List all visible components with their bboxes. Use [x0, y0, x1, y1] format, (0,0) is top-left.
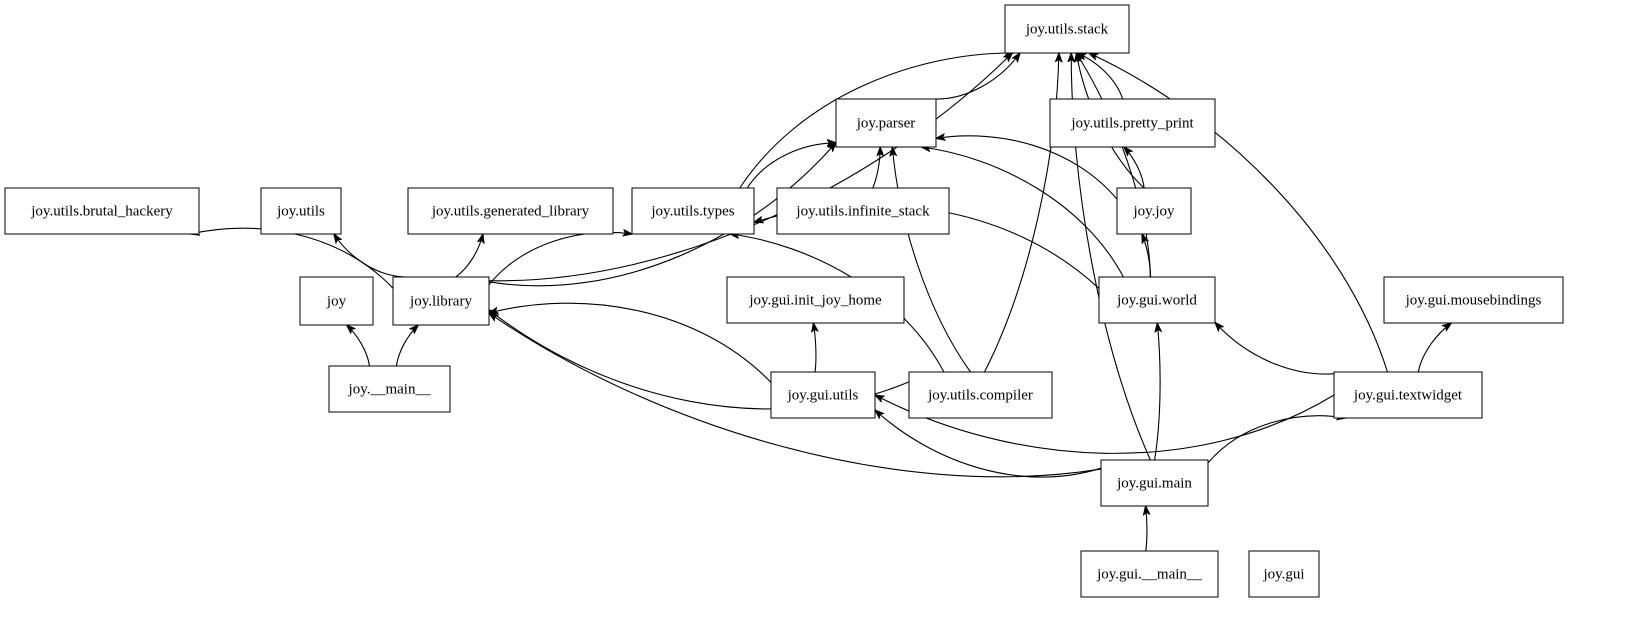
- edge-joy-parser-to-joy-utils-stack: [933, 53, 1020, 100]
- node-label: joy.utils.brutal_hackery: [30, 203, 173, 219]
- edge-joy-joy-to-joy-utils-pretty-print: [1124, 147, 1145, 189]
- node-joy-gui-utils[interactable]: joy.gui.utils: [770, 371, 876, 419]
- node-box[interactable]: [908, 371, 1053, 419]
- edge-joy-gui-main-to-joy-gui-world: [1154, 323, 1161, 461]
- node-label: joy.utils.types: [650, 203, 734, 219]
- node-label: joy.gui.__main__: [1096, 566, 1202, 582]
- node-label: joy.utils: [276, 203, 325, 219]
- edge-joy---main---to-joy: [347, 325, 371, 367]
- node-label: joy.joy: [1132, 203, 1175, 219]
- node-label: joy.utils.generated_library: [431, 203, 590, 219]
- node-box[interactable]: [835, 98, 937, 148]
- node-joy[interactable]: joy: [299, 276, 374, 326]
- node-box[interactable]: [1116, 187, 1192, 235]
- edge-joy-library-to-joy-utils: [334, 234, 406, 278]
- node-box[interactable]: [1080, 550, 1219, 598]
- nodes-layer: joy.utils.stack joy.parser joy.utils.prett…: [4, 4, 1564, 598]
- node-joy-utils-pretty-print[interactable]: joy.utils.pretty_print: [1049, 98, 1216, 148]
- node-box[interactable]: [1383, 276, 1564, 324]
- edge-joy-library-to-joy-utils-stack: [488, 53, 1012, 282]
- node-joy-gui[interactable]: joy.gui: [1248, 550, 1320, 598]
- node-joy-parser[interactable]: joy.parser: [835, 98, 937, 148]
- node-box[interactable]: [1248, 550, 1320, 598]
- node-label: joy.gui.utils: [787, 387, 859, 403]
- node-box[interactable]: [407, 187, 614, 235]
- node-box[interactable]: [631, 187, 755, 235]
- node-label: joy.library: [409, 293, 472, 309]
- node-box[interactable]: [4, 187, 200, 235]
- node-label: joy: [326, 293, 347, 309]
- node-joy-utils-infinite-stack[interactable]: joy.utils.infinite_stack: [776, 187, 950, 235]
- node-label: joy.utils.pretty_print: [1070, 115, 1194, 131]
- node-joy-utils-generated-library[interactable]: joy.utils.generated_library: [407, 187, 614, 235]
- node-joy-gui---main--[interactable]: joy.gui.__main__: [1080, 550, 1219, 598]
- edge-joy-library-to-joy-parser: [488, 143, 836, 287]
- node-label: joy.gui.mousebindings: [1405, 292, 1542, 308]
- node-label: joy.gui.textwidget: [1353, 387, 1463, 403]
- edge-joy-utils-types-to-joy-utils-stack: [739, 53, 1014, 189]
- node-joy-utils-brutal-hackery[interactable]: joy.utils.brutal_hackery: [4, 187, 200, 235]
- edge-joy-library-to-joy-utils-generated-library: [455, 234, 483, 278]
- edge-joy-gui-textwidget-to-joy-gui-world: [1215, 322, 1348, 375]
- node-joy-utils-stack[interactable]: joy.utils.stack: [1004, 4, 1130, 54]
- node-label: joy.gui.init_joy_home: [748, 292, 882, 308]
- node-box[interactable]: [260, 187, 342, 235]
- edge-joy-library-to-joy-utils-types: [488, 232, 632, 286]
- edge-joy-utils-types-to-joy-parser: [746, 143, 836, 189]
- node-joy-gui-mousebindings[interactable]: joy.gui.mousebindings: [1383, 276, 1564, 324]
- edge-joy-utils-pretty-print-to-joy-utils-stack: [1077, 53, 1124, 100]
- node-joy-gui-world[interactable]: joy.gui.world: [1098, 276, 1216, 324]
- node-label: joy.utils.stack: [1025, 21, 1109, 37]
- edge-joy-gui-textwidget-to-joy-utils-stack: [1089, 53, 1389, 373]
- node-joy-library[interactable]: joy.library: [392, 276, 490, 326]
- node-box[interactable]: [776, 187, 950, 235]
- edge-joy-utils-compiler-to-joy-utils-stack: [984, 53, 1059, 373]
- node-box[interactable]: [392, 276, 490, 326]
- node-box[interactable]: [770, 371, 876, 419]
- node-box[interactable]: [328, 365, 451, 413]
- node-label: joy.gui: [1262, 566, 1304, 582]
- node-box[interactable]: [1004, 4, 1130, 54]
- node-label: joy.parser: [856, 115, 916, 131]
- node-box[interactable]: [726, 276, 905, 324]
- edge-joy-utils-compiler-to-joy-parser: [892, 147, 971, 373]
- node-label: joy.utils.infinite_stack: [795, 203, 930, 219]
- edge-joy-gui-utils-to-joy-gui-init-joy-home: [813, 323, 816, 373]
- edge-joy-gui---main---to-joy-gui-main: [1146, 506, 1147, 552]
- edge-joy-library-to-joy-utils-brutal-hackery: [190, 227, 394, 289]
- node-label: joy.gui.world: [1116, 292, 1197, 308]
- node-box[interactable]: [1100, 459, 1209, 507]
- node-joy-utils-types[interactable]: joy.utils.types: [631, 187, 755, 235]
- node-label: joy.utils.compiler: [927, 387, 1033, 403]
- edge-joy-utils-infinite-stack-to-joy-parser: [872, 147, 880, 189]
- node-label: joy.gui.main: [1116, 475, 1192, 491]
- node-box[interactable]: [1049, 98, 1216, 148]
- node-box[interactable]: [1098, 276, 1216, 324]
- edge-joy-gui-textwidget-to-joy-gui-utils: [875, 395, 1335, 454]
- node-joy-joy[interactable]: joy.joy: [1116, 187, 1192, 235]
- edge-joy-gui-main-to-joy-library: [489, 313, 1102, 478]
- node-joy-utils-compiler[interactable]: joy.utils.compiler: [908, 371, 1053, 419]
- node-joy-gui-init-joy-home[interactable]: joy.gui.init_joy_home: [726, 276, 905, 324]
- edge-joy-joy-to-joy-parser: [936, 136, 1118, 200]
- node-box[interactable]: [1333, 371, 1483, 419]
- node-joy---main--[interactable]: joy.__main__: [328, 365, 451, 413]
- edge-joy-gui-main-to-joy-gui-utils: [875, 410, 1102, 478]
- node-box[interactable]: [299, 276, 374, 326]
- node-joy-gui-main[interactable]: joy.gui.main: [1100, 459, 1209, 507]
- edge-joy-gui-main-to-joy-gui-textwidget: [1207, 416, 1346, 464]
- edge-joy-gui-world-to-joy-utils-stack: [1076, 53, 1152, 278]
- node-joy-utils[interactable]: joy.utils: [260, 187, 342, 235]
- edge-joy---main---to-joy-library: [395, 325, 418, 367]
- node-joy-gui-textwidget[interactable]: joy.gui.textwidget: [1333, 371, 1483, 419]
- edge-joy-gui-utils-to-joy-library: [489, 302, 772, 383]
- edge-joy-gui-world-to-joy-parser: [921, 147, 1124, 278]
- node-label: joy.__main__: [348, 381, 431, 397]
- edge-joy-gui-textwidget-to-joy-gui-mousebindings: [1417, 323, 1451, 373]
